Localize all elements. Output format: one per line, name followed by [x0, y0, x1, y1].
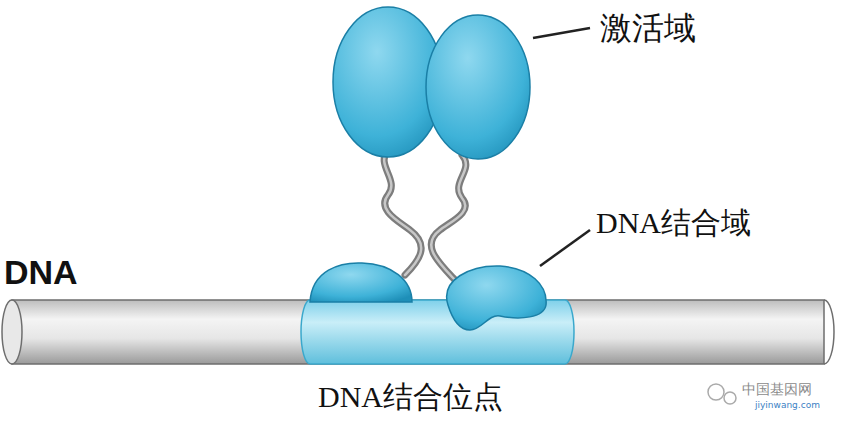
watermark-icon [724, 392, 736, 404]
activation-domain-label: 激活域 [600, 12, 696, 44]
binding-site-label: DNA结合位点 [318, 382, 503, 412]
watermark: jiyinwang.com [755, 401, 820, 410]
dna-binding-domain [447, 266, 546, 330]
dna-binding-domain [310, 263, 412, 302]
activation-domain [426, 15, 530, 159]
watermark-icon [708, 384, 724, 400]
leader-line [533, 28, 590, 38]
linker [384, 150, 466, 280]
leader-line [540, 230, 590, 266]
dna-end [824, 300, 834, 364]
binding-domain-label: DNA结合域 [596, 208, 751, 238]
dna-end [2, 300, 22, 364]
dna-tube [12, 300, 824, 364]
watermark: 中国基因网 [742, 382, 812, 396]
dna-label: DNA [4, 255, 78, 289]
